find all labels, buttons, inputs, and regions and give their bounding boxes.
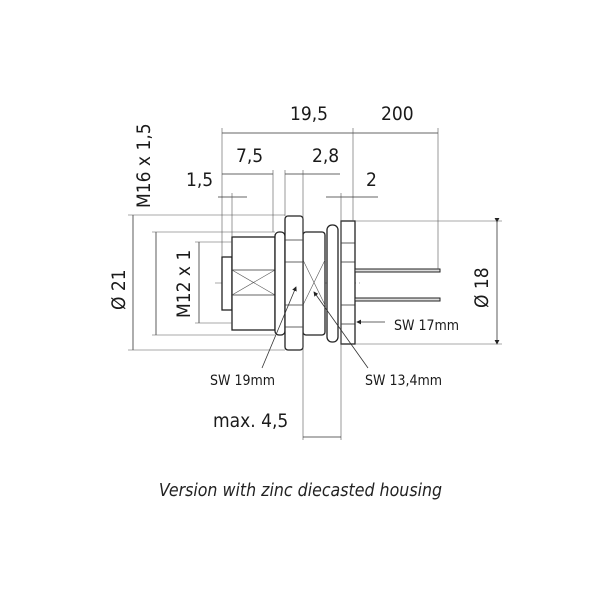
dim-1-5: 1,5 (186, 169, 213, 191)
wire (354, 268, 441, 273)
dim-thread-m12: M12 x 1 (173, 250, 195, 318)
hex-nut (284, 215, 304, 351)
dim-2: 2 (366, 169, 377, 191)
dim-max-4-5: max. 4,5 (213, 410, 288, 432)
dim-diameter-21: Ø 21 (108, 269, 130, 310)
caption: Version with zinc diecasted housing (158, 480, 443, 501)
dim-7-5: 7,5 (236, 145, 263, 167)
flange (340, 220, 356, 345)
label-sw13: SW 13,4mm (365, 373, 442, 389)
label-sw19: SW 19mm (210, 373, 275, 389)
dim-diameter-18: Ø 18 (471, 267, 493, 308)
dim-thread-m16: M16 x 1,5 (133, 123, 155, 208)
o-ring (326, 224, 339, 343)
dim-2-8: 2,8 (312, 145, 339, 167)
dimension-lines (128, 128, 502, 440)
label-sw17: SW 17mm (394, 318, 459, 334)
wire (354, 297, 441, 302)
dim-overall-length: 19,5 (290, 103, 328, 125)
connector-body (221, 215, 441, 351)
dim-cable-length: 200 (381, 103, 414, 125)
